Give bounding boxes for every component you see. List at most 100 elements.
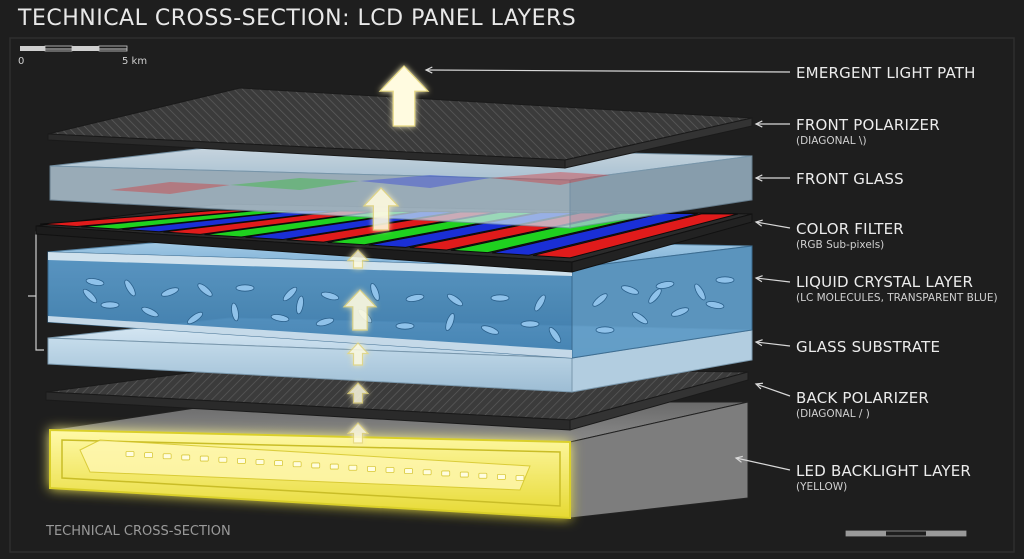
- led-backlight-layer: [49, 401, 749, 520]
- led-chip: [274, 460, 283, 467]
- led-chip: [237, 457, 246, 464]
- label-color-filter: COLOR FILTER (RGB Sub-pixels): [796, 220, 904, 252]
- lc-molecule: [490, 294, 510, 302]
- leader-arrowhead: [424, 66, 433, 74]
- lc-molecule: [534, 294, 546, 312]
- leader-arrowhead: [754, 382, 764, 390]
- label-front-glass: FRONT GLASS: [796, 170, 904, 188]
- lc-molecule: [161, 287, 179, 297]
- label-front-glass-main: FRONT GLASS: [796, 170, 904, 188]
- label-led-backlight-sub: (YELLOW): [796, 481, 848, 493]
- leader-line: [425, 69, 791, 73]
- leader-arrowhead: [754, 174, 763, 182]
- leader-line: [755, 221, 791, 229]
- lc-molecule: [282, 286, 298, 302]
- frame-border: [9, 37, 1015, 553]
- page-title: TECHNICAL CROSS-SECTION: LCD PANEL LAYER…: [18, 6, 577, 31]
- mini-scale-bar: [845, 530, 967, 537]
- leader-line: [755, 277, 791, 283]
- lc-molecule: [405, 294, 425, 302]
- led-chip: [255, 459, 265, 465]
- lc-molecule: [296, 295, 304, 315]
- led-chip: [311, 462, 321, 469]
- lc-molecule: [694, 283, 706, 301]
- lc-molecule: [141, 306, 159, 318]
- lc-molecule: [315, 317, 335, 327]
- lc-molecule: [655, 281, 675, 289]
- led-chip: [515, 475, 525, 481]
- label-liquid-crystal-sub: (LC MOLECULES, TRANSPARENT BLUE): [796, 292, 998, 304]
- lc-molecule: [395, 322, 415, 330]
- lc-molecule: [197, 283, 213, 297]
- leader-arrowhead: [734, 455, 743, 463]
- subpixel-stripe: [532, 213, 739, 259]
- lc-molecule: [82, 288, 98, 304]
- label-front-polarizer-sub: (DIAGONAL \): [796, 135, 867, 147]
- up-arrow-icon: [342, 289, 378, 331]
- leader-arrowhead: [754, 219, 763, 227]
- lc-molecule: [231, 302, 239, 322]
- led-chip: [199, 455, 209, 462]
- led-chip: [459, 471, 469, 478]
- lc-molecule: [592, 293, 608, 307]
- lc-bracket: [35, 231, 44, 351]
- led-chip: [422, 469, 432, 476]
- label-emergent-light-path: EMERGENT LIGHT PATH: [796, 64, 976, 82]
- led-chip: [404, 468, 413, 475]
- lc-molecule: [520, 320, 540, 328]
- label-liquid-crystal-main: LIQUID CRYSTAL LAYER: [796, 273, 974, 291]
- up-arrow-icon: [346, 422, 370, 444]
- scale-bar: [20, 45, 128, 52]
- led-chip: [125, 451, 135, 457]
- label-front-polarizer: FRONT POLARIZER (DIAGONAL \): [796, 116, 940, 148]
- led-chip: [441, 470, 451, 477]
- leader-arrowhead: [754, 339, 763, 347]
- leader-arrowhead: [754, 275, 763, 283]
- led-chip: [367, 465, 376, 472]
- led-chip: [497, 473, 506, 480]
- label-led-backlight: LED BACKLIGHT LAYER (YELLOW): [796, 462, 971, 494]
- lc-molecule: [548, 327, 562, 343]
- lc-molecule: [595, 326, 615, 334]
- up-arrow-icon: [362, 187, 400, 231]
- lc-molecule: [445, 313, 455, 331]
- led-chip: [144, 452, 153, 459]
- label-glass-substrate: GLASS SUBSTRATE: [796, 338, 940, 356]
- label-back-polarizer-sub: (DIAGONAL / ): [796, 408, 870, 420]
- lc-molecule: [447, 293, 463, 307]
- label-led-backlight-main: LED BACKLIGHT LAYER: [796, 462, 972, 480]
- lc-molecule: [632, 311, 648, 325]
- subpixel-stripe: [491, 212, 698, 256]
- leader-lines: [424, 66, 791, 471]
- lc-molecule: [124, 279, 136, 297]
- lc-molecules: [82, 276, 735, 343]
- label-front-polarizer-main: FRONT POLARIZER: [796, 116, 940, 134]
- led-chip: [348, 464, 358, 471]
- led-chip: [329, 463, 339, 470]
- label-color-filter-sub: (RGB Sub-pixels): [796, 239, 885, 251]
- leader-line: [755, 383, 791, 397]
- up-arrow-icon: [346, 382, 370, 404]
- led-strip: [125, 451, 525, 481]
- up-arrow-icon: [346, 342, 370, 366]
- label-liquid-crystal: LIQUID CRYSTAL LAYER (LC MOLECULES, TRAN…: [796, 273, 998, 305]
- light-path-arrows: [342, 65, 430, 444]
- led-chip: [181, 454, 191, 461]
- lc-molecule: [270, 314, 290, 322]
- leader-line: [735, 457, 791, 471]
- up-arrow-icon: [378, 65, 430, 127]
- label-color-filter-main: COLOR FILTER: [796, 220, 904, 238]
- leader-arrowhead: [754, 120, 763, 128]
- led-chip: [162, 453, 172, 460]
- lc-molecule: [481, 325, 499, 335]
- led-chip: [478, 472, 488, 479]
- lc-molecule: [320, 291, 340, 301]
- lc-molecule: [187, 311, 203, 325]
- scale-end-label: 5 km: [122, 56, 148, 67]
- footer-label: TECHNICAL CROSS-SECTION: [46, 524, 231, 539]
- led-chip: [292, 461, 302, 468]
- lc-molecule: [648, 288, 662, 304]
- lc-molecule: [370, 283, 380, 301]
- scale-start-label: 0: [18, 56, 25, 67]
